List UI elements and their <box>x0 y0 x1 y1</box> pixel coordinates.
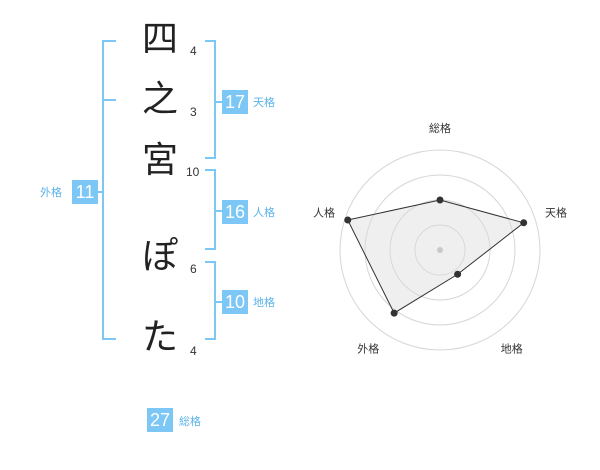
name-char-4: ぽ <box>141 236 178 277</box>
soukaku-value: 27 <box>147 408 173 432</box>
soukaku-label: 総格 <box>179 415 201 428</box>
jinkaku-bracket <box>205 169 216 250</box>
chikaku-label: 地格 <box>253 296 275 309</box>
gaikaku-label: 外格 <box>40 186 62 199</box>
name-char-3: 宮 <box>141 140 178 181</box>
name-char-2: 之 <box>141 79 178 120</box>
radar-point-1 <box>436 196 444 204</box>
radar-shape <box>347 199 525 314</box>
name-char-1: 四 <box>141 19 178 60</box>
tenkaku-label: 天格 <box>253 96 275 109</box>
chikaku-bracket <box>205 261 216 340</box>
tenkaku-value: 17 <box>222 90 248 114</box>
radar-axis-label-4: 外格 <box>357 342 379 356</box>
radar-axis-label-1: 総格 <box>429 121 451 135</box>
jinkaku-label: 人格 <box>253 206 275 219</box>
radar-point-2 <box>520 219 528 227</box>
radar-ring <box>364 174 516 326</box>
chikaku-value: 10 <box>222 290 248 314</box>
radar-point-5 <box>344 216 352 224</box>
name-char-5: た <box>141 317 178 358</box>
radar-point-4 <box>390 309 398 317</box>
stroke-count-1: 4 <box>190 44 197 58</box>
radar-axis-label-5: 人格 <box>313 205 335 219</box>
gaikaku-value: 11 <box>72 180 98 204</box>
stroke-count-5: 4 <box>190 344 197 358</box>
radar-series-area <box>347 199 525 314</box>
radar-point-3 <box>454 270 462 278</box>
radar-axis-label-3: 地格 <box>501 342 523 356</box>
stroke-count-4: 6 <box>190 262 197 276</box>
radar-points <box>344 196 528 317</box>
stroke-count-2: 3 <box>190 105 197 119</box>
radar-center-dot <box>437 247 443 253</box>
gaikaku-bracket <box>102 40 116 340</box>
radar-ring <box>414 224 466 276</box>
tenkaku-bracket <box>205 40 216 159</box>
radar-axis-label-2: 天格 <box>545 205 567 219</box>
stroke-count-3: 10 <box>186 165 200 179</box>
jinkaku-value: 16 <box>222 200 248 224</box>
